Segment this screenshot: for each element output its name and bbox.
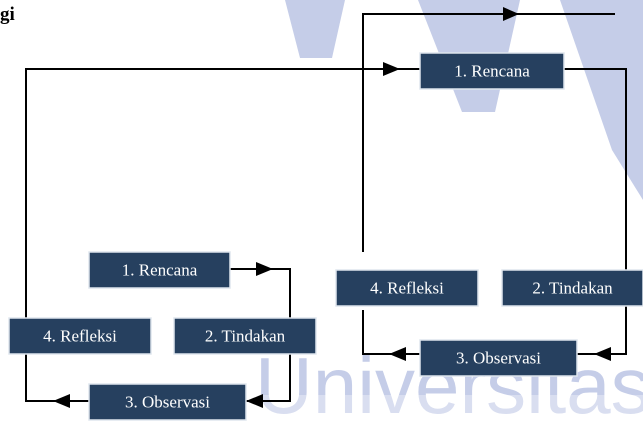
heading-fragment: gi xyxy=(0,4,15,25)
cycle-1-step-rencana: 1. Rencana xyxy=(88,251,231,289)
cycle-2-step-observasi-label: 3. Observasi xyxy=(456,349,541,368)
cycle-1-step-rencana-label: 1. Rencana xyxy=(122,261,198,280)
cycle-1-step-refleksi: 4. Refleksi xyxy=(8,317,152,355)
watermark-logo xyxy=(285,0,643,200)
cycle-1-step-refleksi-label: 4. Refleksi xyxy=(43,327,117,346)
cycle-2-step-observasi: 3. Observasi xyxy=(419,339,578,377)
cycle-1-step-observasi-label: 3. Observasi xyxy=(125,393,210,412)
cycle-2-step-rencana-label: 1. Rencana xyxy=(454,62,530,81)
cycle-1: 1. Rencana 2. Tindakan 3. Observasi 4. R… xyxy=(8,251,317,421)
cycle-2-step-tindakan-label: 2. Tindakan xyxy=(532,279,613,298)
cycle-2: 1. Rencana 2. Tindakan 3. Observasi 4. R… xyxy=(335,52,643,377)
cycle-1-step-tindakan: 2. Tindakan xyxy=(173,317,317,355)
cycle-1-step-tindakan-label: 2. Tindakan xyxy=(205,327,286,346)
cycle-2-step-tindakan: 2. Tindakan xyxy=(501,269,643,307)
cycle-2-step-refleksi: 4. Refleksi xyxy=(335,269,479,307)
cycle-2-step-rencana: 1. Rencana xyxy=(419,52,565,90)
cycle-1-step-observasi: 3. Observasi xyxy=(88,383,247,421)
cycle-2-step-refleksi-label: 4. Refleksi xyxy=(370,279,444,298)
